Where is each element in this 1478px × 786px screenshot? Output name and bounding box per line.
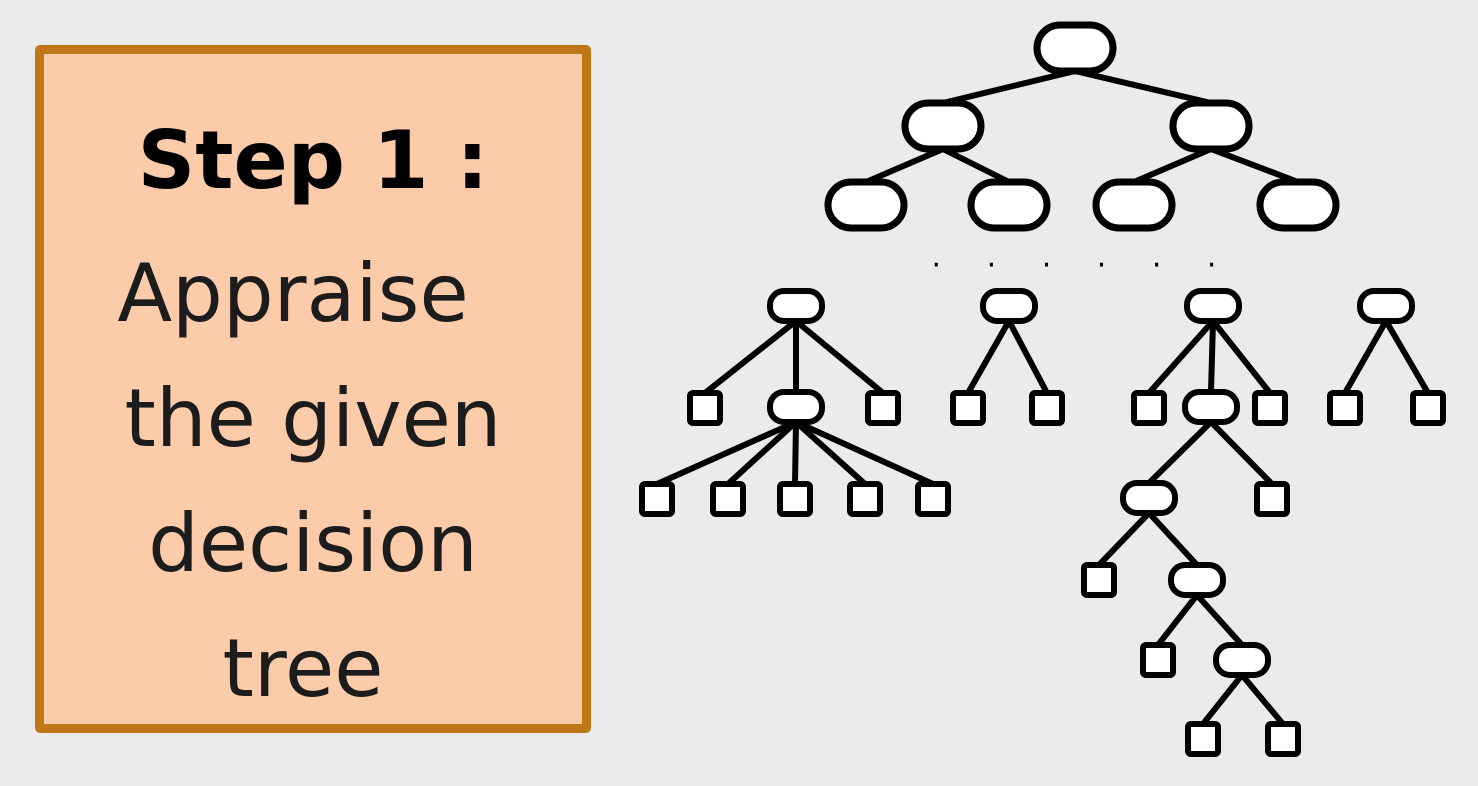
decision-node-n4 — [967, 178, 1051, 232]
edge-d-to-d-l1 — [1342, 318, 1389, 396]
edge-c-d-d-to-c-dd-d — [1194, 592, 1245, 648]
decision-node-n1 — [901, 99, 985, 153]
edge-c-to-c-l1 — [1146, 318, 1216, 396]
leaf-node-c-d-l — [1081, 562, 1117, 598]
leaf-node-d-l2 — [1410, 390, 1446, 426]
decision-node-a — [767, 288, 825, 324]
ellipsis-dots: · · · · · · — [932, 248, 1235, 283]
edge-a-m-to-a-m-l4 — [793, 419, 868, 487]
decision-node-c-dd-d — [1213, 642, 1271, 678]
decision-node-c-m — [1182, 389, 1240, 425]
leaf-node-c-ddd-l2 — [1265, 721, 1301, 757]
decision-node-n3 — [824, 178, 908, 232]
decision-node-b — [980, 288, 1038, 324]
leaf-node-a-m-l2 — [710, 481, 746, 517]
edge-c-dd-d-to-c-ddd-l1 — [1200, 672, 1245, 727]
decision-node-d — [1357, 288, 1415, 324]
decision-node-n2 — [1169, 99, 1253, 153]
edge-c-dd-d-to-c-ddd-l2 — [1239, 672, 1286, 727]
leaf-node-b-l2 — [1029, 390, 1065, 426]
leaf-node-b-l1 — [950, 390, 986, 426]
decision-node-a-m — [767, 389, 825, 425]
decision-node-n5 — [1092, 178, 1176, 232]
edge-root-to-n1 — [940, 68, 1078, 106]
step-text-line-2: the given — [124, 372, 502, 465]
edge-b-to-b-l1 — [965, 318, 1012, 396]
edge-a-m-to-a-m-l2 — [725, 419, 799, 487]
edge-c-to-c-l2 — [1210, 318, 1273, 396]
step-card: Step 1 : Appraise the given decision tre… — [35, 45, 591, 733]
leaf-node-c-l1 — [1131, 390, 1167, 426]
edge-a-m-to-a-m-l3 — [792, 419, 799, 487]
edge-root-to-n2 — [1072, 68, 1214, 106]
edge-a-m-to-a-m-l1 — [654, 419, 799, 487]
edge-c-m-d-to-c-d-d — [1146, 510, 1200, 568]
step-text-line-4: tree — [222, 622, 384, 715]
leaf-node-a-l2 — [865, 390, 901, 426]
edge-n2-to-n6 — [1208, 146, 1301, 185]
leaf-node-a-l1 — [687, 390, 723, 426]
edge-a-m-to-a-m-l5 — [793, 419, 936, 487]
leaf-node-a-m-l1 — [639, 481, 675, 517]
decision-node-c-d-d — [1168, 562, 1226, 598]
decision-node-c-m-d — [1120, 480, 1178, 516]
edge-n1-to-n4 — [940, 146, 1012, 185]
leaf-node-c-ddd-l1 — [1185, 721, 1221, 757]
edge-a-to-a-l1 — [702, 318, 799, 396]
leaf-node-a-m-l3 — [777, 481, 813, 517]
decision-node-n6 — [1256, 178, 1340, 232]
edge-c-m-d-to-c-d-l — [1096, 510, 1152, 568]
edge-n1-to-n3 — [863, 146, 946, 185]
edge-c-m-to-c-m-l — [1208, 419, 1275, 487]
edge-n2-to-n5 — [1131, 146, 1214, 185]
edge-c-m-to-c-m-d — [1146, 419, 1214, 486]
tree-nodes — [639, 21, 1446, 757]
leaf-node-c-l2 — [1252, 390, 1288, 426]
step-title: Step 1 : — [137, 114, 489, 207]
leaf-node-d-l1 — [1327, 390, 1363, 426]
tree-edges — [654, 68, 1431, 727]
leaf-node-c-m-l — [1254, 481, 1290, 517]
edge-c-d-d-to-c-dd-l — [1155, 592, 1200, 648]
edge-b-to-b-l2 — [1006, 318, 1050, 396]
leaf-node-a-m-l5 — [915, 481, 951, 517]
edge-c-to-c-m — [1208, 318, 1216, 395]
edge-a-to-a-l2 — [793, 318, 886, 396]
leaf-node-c-dd-l — [1140, 642, 1176, 678]
step-text-line-3: decision — [148, 497, 478, 590]
edge-d-to-d-l2 — [1383, 318, 1431, 396]
leaf-node-a-m-l4 — [847, 481, 883, 517]
decision-node-c — [1184, 288, 1242, 324]
decision-node-root — [1033, 21, 1117, 75]
step-text-line-1: Appraise — [117, 247, 469, 340]
